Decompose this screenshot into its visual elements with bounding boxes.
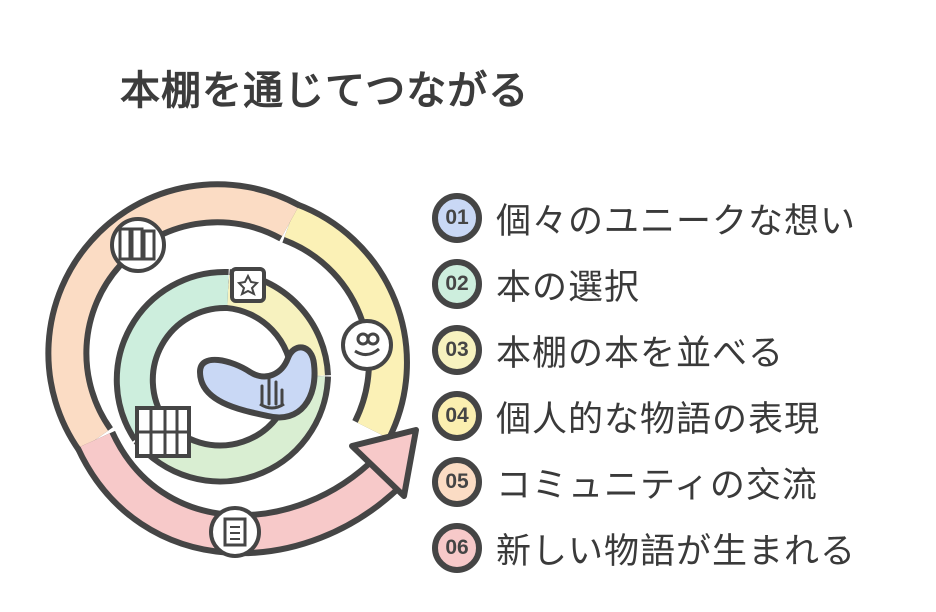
bookshelf-icon [135,406,191,458]
step-label: 個人的な物語の表現 [496,399,821,440]
step-label: 個々のユニークな想い [496,201,857,242]
books-icon [110,217,166,273]
step-label: 本の選択 [496,267,641,308]
step-number-badge: 04 [432,391,482,441]
step-label: 新しい物語が生まれる [496,531,857,572]
step-item-06: 06 新しい物語が生まれる [432,516,856,580]
step-number-badge: 03 [432,325,482,375]
step-item-05: 05 コミュニティの交流 [432,450,818,514]
step-item-02: 02 本の選択 [432,252,640,316]
step-item-03: 03 本棚の本を並べる [432,318,784,382]
step-number-badge: 02 [432,259,482,309]
hand-gesture-icon [259,376,285,410]
step-item-04: 04 個人的な物語の表現 [432,384,820,448]
arrow-head [349,427,419,499]
step-label: コミュニティの交流 [496,465,818,506]
step-label: 本棚の本を並べる [496,333,785,374]
step-number-badge: 05 [432,457,482,507]
inner-blob [197,344,318,421]
document-icon [209,506,261,558]
step-number-badge: 06 [432,523,482,573]
page-title: 本棚を通じてつながる [120,68,530,114]
hand-flower-icon [341,319,393,371]
step-item-01: 01 個々のユニークな想い [432,186,856,250]
step-number-badge: 01 [432,193,482,243]
book-star-icon [230,267,266,303]
